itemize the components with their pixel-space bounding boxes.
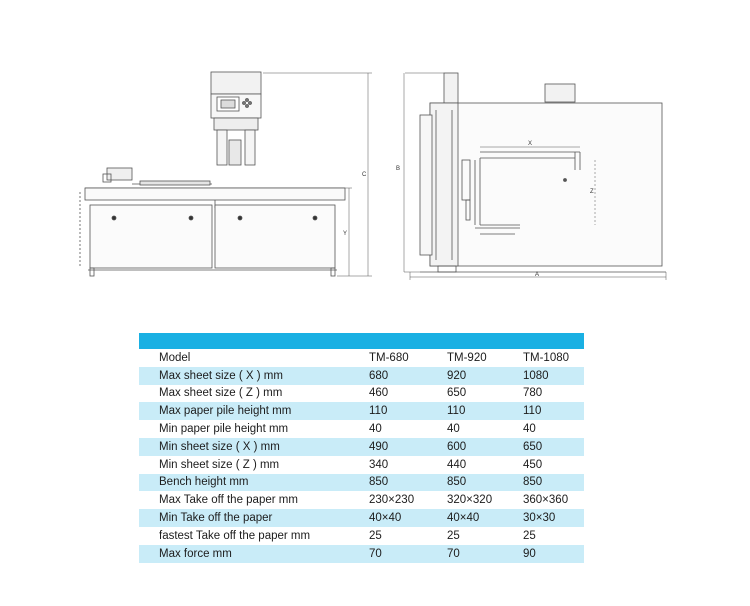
row-parameter: Max force mm xyxy=(139,544,369,563)
dim-label-x: X xyxy=(528,141,532,147)
dim-label-b: B xyxy=(396,166,400,172)
dim-label-a: A xyxy=(535,272,539,278)
row-value-model-2: 650 xyxy=(447,384,523,403)
header-model-1: TM-680 xyxy=(369,349,447,367)
row-value-model-3: 360×360 xyxy=(523,491,584,510)
dim-label-y: Y xyxy=(343,231,347,237)
header-model-2: TM-920 xyxy=(447,349,523,367)
row-value-model-3: 110 xyxy=(523,402,584,421)
row-value-model-2: 320×320 xyxy=(447,491,523,510)
row-parameter: Max Take off the paper mm xyxy=(139,491,369,510)
row-value-model-2: 25 xyxy=(447,526,523,545)
row-value-model-1: 680 xyxy=(369,366,447,385)
row-parameter: Min sheet size ( X ) mm xyxy=(139,437,369,456)
header-model-label: Model xyxy=(139,349,369,367)
table-header-bar xyxy=(139,333,584,349)
row-value-model-3: 30×30 xyxy=(523,509,584,527)
spec-table: Model TM-680 TM-920 TM-1080 Max sheet si… xyxy=(139,333,584,563)
dim-label-c: C xyxy=(362,172,367,178)
row-value-model-1: 25 xyxy=(369,526,447,545)
row-value-model-3: 780 xyxy=(523,384,584,403)
row-value-model-1: 40 xyxy=(369,420,447,438)
row-value-model-3: 90 xyxy=(523,544,584,563)
row-value-model-3: 40 xyxy=(523,420,584,438)
row-value-model-2: 40×40 xyxy=(447,509,523,527)
machine-technical-drawing: C Y B X xyxy=(79,71,667,280)
row-value-model-2: 440 xyxy=(447,455,523,474)
row-value-model-2: 70 xyxy=(447,544,523,563)
row-parameter: Max sheet size ( Z ) mm xyxy=(139,384,369,403)
row-parameter: fastest Take off the paper mm xyxy=(139,526,369,545)
row-value-model-2: 850 xyxy=(447,473,523,492)
header-model-3: TM-1080 xyxy=(523,349,584,367)
row-parameter: Min paper pile height mm xyxy=(139,420,369,438)
row-value-model-3: 1080 xyxy=(523,366,584,385)
row-value-model-3: 650 xyxy=(523,437,584,456)
row-value-model-3: 450 xyxy=(523,455,584,474)
row-parameter: Max sheet size ( X ) mm xyxy=(139,366,369,385)
row-parameter: Min Take off the paper xyxy=(139,509,369,527)
row-value-model-1: 490 xyxy=(369,437,447,456)
side-view xyxy=(403,72,667,280)
row-value-model-1: 110 xyxy=(369,402,447,421)
row-parameter: Max paper pile height mm xyxy=(139,402,369,421)
row-parameter: Bench height mm xyxy=(139,473,369,492)
row-value-model-2: 110 xyxy=(447,402,523,421)
dim-label-z: Z xyxy=(590,189,594,195)
row-value-model-1: 850 xyxy=(369,473,447,492)
row-value-model-1: 40×40 xyxy=(369,509,447,527)
row-value-model-3: 850 xyxy=(523,473,584,492)
table-header-row: Model TM-680 TM-920 TM-1080 xyxy=(139,349,584,367)
front-view xyxy=(79,71,372,277)
row-value-model-1: 460 xyxy=(369,384,447,403)
row-parameter: Min sheet size ( Z ) mm xyxy=(139,455,369,474)
row-value-model-1: 230×230 xyxy=(369,491,447,510)
row-value-model-2: 40 xyxy=(447,420,523,438)
row-value-model-2: 600 xyxy=(447,437,523,456)
row-value-model-1: 70 xyxy=(369,544,447,563)
row-value-model-2: 920 xyxy=(447,366,523,385)
row-value-model-1: 340 xyxy=(369,455,447,474)
row-value-model-3: 25 xyxy=(523,526,584,545)
